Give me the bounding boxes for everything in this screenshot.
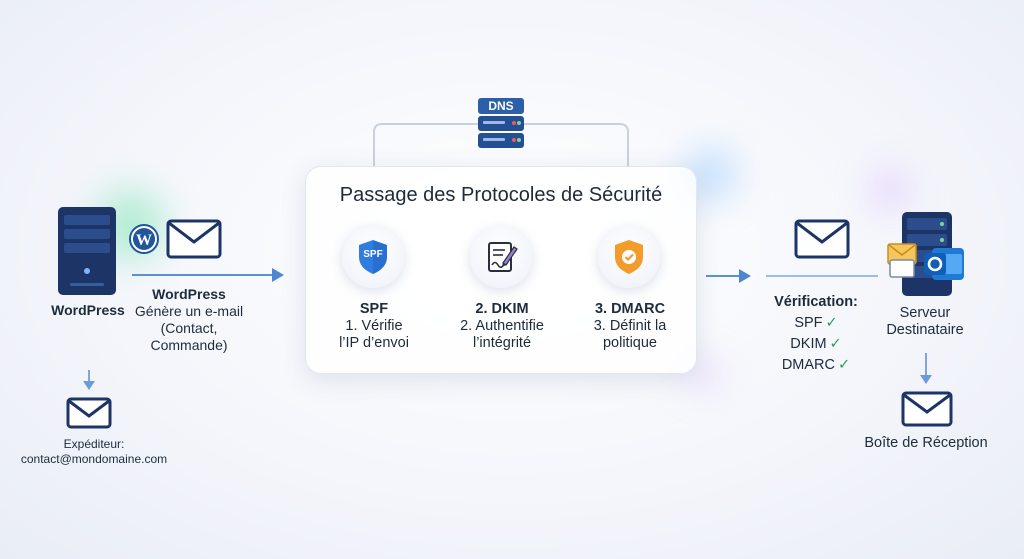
arrow-to-server-line: [766, 275, 878, 277]
dns-label: DNS: [488, 99, 514, 113]
protocol-dkim: 2. DKIM 2. Authentifie l’intégrité: [450, 301, 554, 352]
spf-badge: [342, 226, 404, 288]
protocol-dkim-title: 2. DKIM: [475, 301, 529, 317]
arrow-to-sender-head: [83, 381, 95, 390]
verification-dmarc: DMARC✓: [770, 355, 862, 376]
outlook-icon: [922, 244, 966, 284]
inbox-label: Boîte de Réception: [864, 435, 988, 451]
spf-icon-text: SPF: [363, 249, 383, 260]
dkim-badge: [470, 226, 532, 288]
arrow-to-recipient-head: [739, 269, 751, 283]
glow-purple: [870, 170, 910, 210]
wordpress-step-line2: (Contact,: [160, 320, 218, 336]
check-icon: ✓: [829, 336, 842, 352]
envelope-icon: [166, 219, 222, 259]
arrow-to-recipient: [706, 275, 740, 277]
server-tower-icon: [56, 205, 118, 297]
wordpress-logo-icon: W: [129, 224, 159, 254]
protocol-dmarc: 3. DMARC 3. Définit la politique: [577, 301, 683, 352]
protocol-spf: SPF 1. Vérifie l’IP d’envoi: [322, 301, 426, 352]
wordpress-step-line1: Génère un e-mail: [134, 303, 244, 319]
protocol-dmarc-line1: 3. Définit la: [593, 318, 667, 334]
dmarc-badge: [598, 226, 660, 288]
arrow-to-inbox: [925, 353, 927, 376]
panel-title: Passage des Protocoles de Sécurité: [339, 184, 663, 206]
recipient-server-line1: Serveur: [899, 305, 951, 321]
arrow-to-panel-head: [272, 268, 284, 282]
sender-label: Expéditeur:: [63, 437, 125, 451]
recipient-server-label: Serveur Destinataire: [872, 305, 978, 339]
wordpress-step-line3: Commande): [150, 337, 228, 353]
protocol-spf-line2: l’IP d’envoi: [339, 335, 409, 351]
verification-block: Vérification: SPF✓ DKIM✓ DMARC✓: [770, 292, 862, 376]
recipient-envelope-icon: [794, 219, 850, 259]
arrow-to-inbox-head: [920, 375, 932, 384]
signed-document-icon: [488, 242, 518, 272]
verification-dmarc-label: DMARC: [781, 357, 835, 373]
dns-icon: [476, 96, 526, 152]
verification-spf: SPF✓: [770, 313, 862, 334]
recipient-server-line2: Destinataire: [886, 322, 964, 338]
verification-spf-label: SPF: [794, 315, 823, 331]
protocol-dmarc-line2: politique: [602, 335, 657, 351]
svg-text:W: W: [136, 232, 152, 249]
protocol-spf-line1: 1. Vérifie: [345, 318, 403, 334]
verification-title: Vérification:: [774, 294, 858, 310]
inbox-envelope-icon: [901, 391, 953, 427]
spf-shield-icon: [359, 240, 387, 274]
protocol-dkim-line2: l’intégrité: [472, 335, 532, 351]
check-icon: ✓: [838, 357, 851, 373]
sender-envelope-icon: [66, 397, 112, 429]
arrow-to-sender: [88, 370, 90, 382]
wordpress-step-title: WordPress: [152, 286, 226, 302]
protocol-spf-title: SPF: [359, 301, 389, 317]
sender-address: contact@mondomaine.com: [20, 452, 168, 466]
protocol-dmarc-title: 3. DMARC: [594, 301, 666, 317]
check-icon: ✓: [825, 315, 838, 331]
wordpress-server-label: WordPress: [51, 302, 125, 318]
sender-info: Expéditeur: contact@mondomaine.com: [10, 437, 178, 467]
shield-check-icon: [615, 240, 643, 274]
verification-dkim: DKIM✓: [770, 334, 862, 355]
verification-dkim-label: DKIM: [790, 336, 827, 352]
arrow-to-panel: [132, 274, 274, 276]
protocol-dkim-line1: 2. Authentifie: [460, 318, 544, 334]
wordpress-step-text: WordPress Génère un e-mail (Contact, Com…: [128, 286, 250, 354]
